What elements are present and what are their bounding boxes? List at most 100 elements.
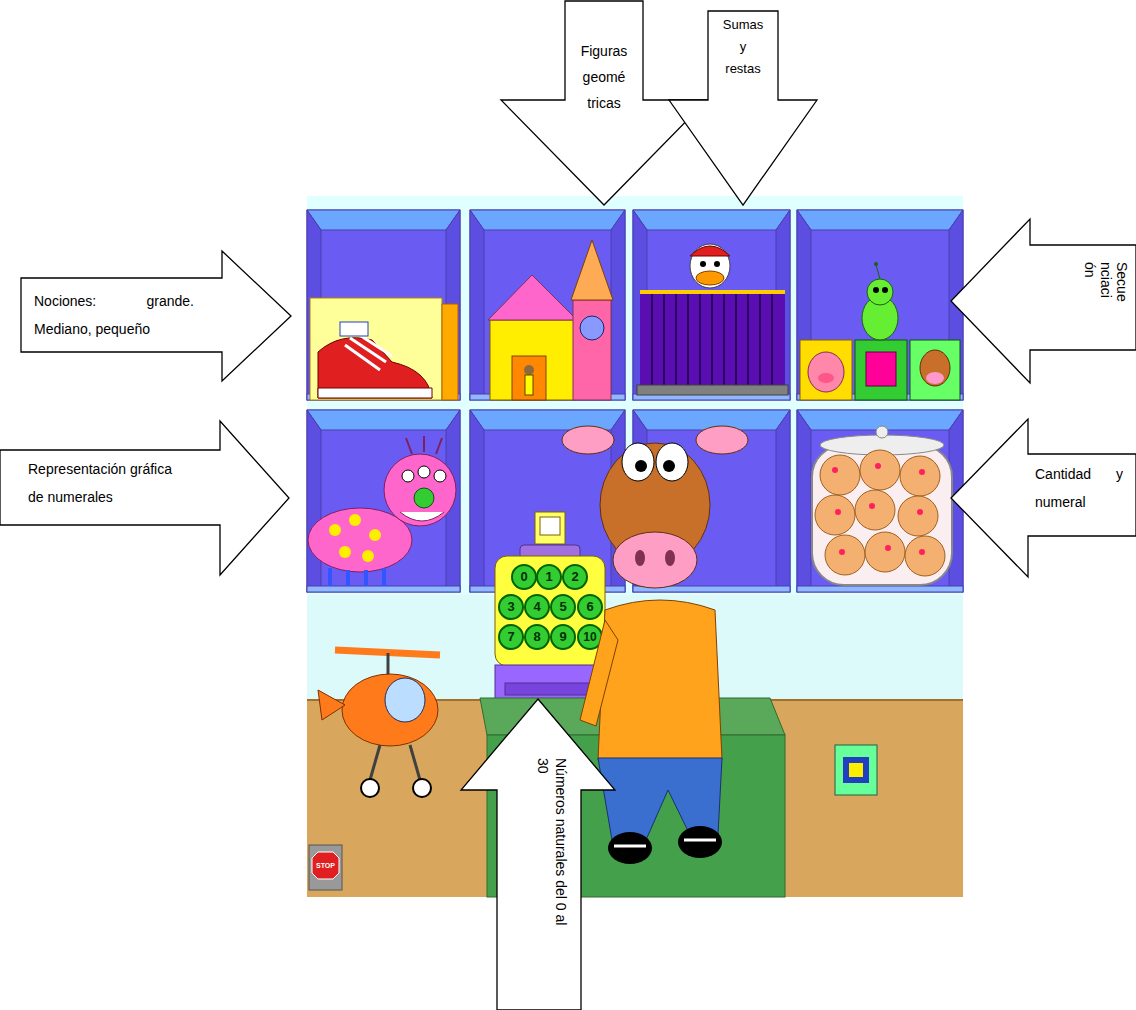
shelf-cubby-part [633, 210, 790, 400]
animal-blocks-part [818, 373, 834, 383]
cookie-jar-part-part [875, 463, 881, 469]
puppet-theater-part [714, 261, 720, 267]
animal-blocks-part [808, 352, 844, 392]
toy-helicopter-part [385, 678, 425, 722]
callout-text: Sumas y restas [721, 14, 765, 80]
cookie-jar-part-part [885, 545, 891, 551]
cow-character-part [635, 550, 645, 566]
shelf-cubby-part [307, 586, 460, 592]
cookie-jar-part [832, 463, 925, 555]
animal-blocks-part [874, 262, 878, 266]
button-number: 2 [560, 569, 590, 585]
shelf-cubby-part [470, 410, 484, 592]
arrow-callout: Secue nciaci ón [950, 218, 1136, 385]
stop-sign [309, 845, 342, 890]
arrow-callout: Números naturales del 0 al 30 [460, 698, 617, 1010]
cookie-jar-part-part [815, 495, 855, 535]
animal-blocks [800, 262, 960, 400]
shoe-box-part [340, 322, 368, 336]
toy-house-part [488, 275, 577, 320]
puppet-theater-part [696, 271, 724, 285]
animal-blocks-part [855, 340, 907, 400]
shelf-cubby-part [307, 410, 321, 592]
cookie-jar-part-part [898, 496, 938, 536]
arrow-outline [950, 218, 1136, 385]
arrow-callout: Nociones: grande. Mediano, pequeño [20, 250, 293, 383]
arrow-shape [951, 419, 1136, 577]
arrow-callout: Cantidad y numeral [950, 418, 1136, 579]
cookie-jar-part-part [917, 509, 923, 515]
stop-sign-part [309, 845, 342, 890]
shelf-cubby-part [307, 210, 460, 230]
cookie-jar-part-part [820, 455, 860, 495]
caterpillar-toy-part [384, 454, 456, 526]
cookie-jar-part-part [919, 469, 925, 475]
caterpillar-toy-part [400, 512, 444, 521]
arrow-callout: Representación gráfica de numerales [0, 420, 291, 577]
puppet-theater-part [640, 292, 785, 387]
cookie-jar-part-part [919, 549, 925, 555]
toy-helicopter-part [342, 674, 438, 746]
arrow-shape [669, 11, 817, 205]
button-number: 6 [575, 599, 605, 615]
button-number: 7 [496, 629, 526, 645]
animal-blocks-part [873, 287, 879, 293]
shelf-cubby-part [307, 210, 460, 400]
cookie-jar-part-part [855, 490, 895, 530]
cookie-jar-part-part [839, 549, 845, 555]
cow-character-part [608, 832, 652, 864]
animal-blocks-part [920, 350, 950, 386]
cookie-jar-part [876, 426, 888, 438]
animal-blocks-part [882, 287, 888, 293]
cow-character-part [678, 826, 722, 858]
cash-register-part [495, 556, 605, 666]
shoe-box-part [310, 298, 442, 400]
cow-character-part [663, 460, 675, 472]
screen-background-part [307, 196, 963, 897]
caterpillar-toy-part [349, 514, 361, 526]
caterpillar-toy-part [329, 524, 341, 536]
shoe-box-part [442, 304, 458, 400]
shelf-cubby-part [776, 410, 790, 592]
shelf-cubby-part [470, 210, 484, 400]
shelf-cubby-part [470, 410, 625, 430]
button-number: 5 [548, 599, 578, 615]
stop-sign-text: STOP [311, 858, 341, 874]
cash-register-part [540, 517, 560, 535]
animal-blocks-part [867, 279, 893, 305]
button-number: 8 [522, 629, 552, 645]
arrow-callout: Sumas y restas [668, 10, 818, 207]
cash-register [495, 512, 605, 703]
shelf-cubby [307, 210, 963, 592]
cow-character-part [598, 600, 722, 760]
toy-house-part [573, 300, 611, 400]
cookie-jar-part-part [835, 509, 841, 515]
button-number: 4 [522, 599, 552, 615]
animal-blocks-part [926, 372, 944, 384]
toy-helicopter-part [387, 653, 390, 675]
animal-blocks-part [876, 265, 880, 279]
toy-house [488, 240, 613, 400]
puppet-theater-part [690, 244, 730, 288]
small-box-part [849, 763, 863, 777]
shelf-cubby-part [470, 210, 625, 230]
cookie-jar-part [812, 445, 952, 585]
toy-house-part [490, 320, 575, 400]
cookie-jar [812, 426, 952, 585]
callout-text: Nociones: grande. Mediano, pequeño [34, 287, 194, 343]
puppet-theater [637, 244, 788, 395]
cow-character-part [696, 426, 748, 454]
cow-character-part [613, 532, 697, 588]
callout-text: Representación gráfica de numerales [28, 455, 178, 511]
cow-character-part [562, 426, 614, 454]
shoe-box [310, 298, 458, 400]
screen-background [307, 196, 963, 897]
caterpillar-toy-part [418, 466, 430, 478]
shelf-cubby-part [633, 210, 790, 230]
cookie-jar-part-part [900, 456, 940, 496]
small-box-part [835, 745, 877, 795]
cow-character [562, 426, 748, 864]
cow-character-part [622, 443, 654, 481]
toy-helicopter-part [413, 779, 431, 797]
